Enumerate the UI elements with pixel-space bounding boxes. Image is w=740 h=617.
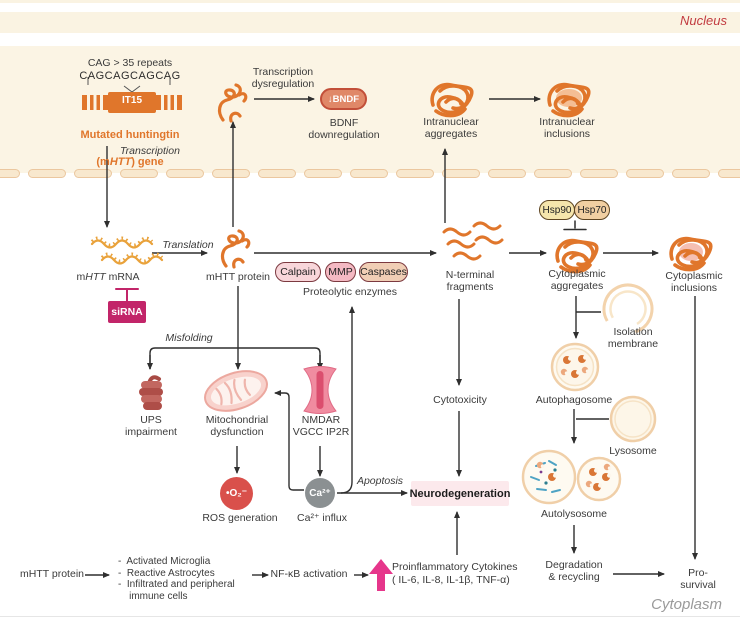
apoptosis-label: Apoptosis xyxy=(356,475,404,487)
sirna-box: siRNA xyxy=(108,301,146,323)
autophagosome-label: Autophagosome xyxy=(535,394,613,406)
proteolytic-enzymes-label: Proteolytic enzymes xyxy=(303,286,397,298)
calpain-pill: Calpain xyxy=(275,262,321,282)
transcription-dysregulation-label: Transcription dysregulation xyxy=(251,66,315,91)
ups-impairment-label: UPS impairment xyxy=(125,414,177,439)
degradation-recycling-label: Degradation & recycling xyxy=(545,559,603,584)
caspases-pill: Caspases xyxy=(359,262,408,282)
mitochondrial-dysfunction-label: Mitochondrial dysfunction xyxy=(205,414,269,439)
nmdar-vgcc-ip2r-label: NMDAR VGCC IP2R xyxy=(292,414,350,439)
hsp90-pill: Hsp90 xyxy=(539,200,575,220)
mhtt-protein-label: mHTT protein xyxy=(206,271,270,283)
isolation-membrane-label: Isolation membrane xyxy=(607,326,659,351)
cytoplasm-region-label: Cytoplasm xyxy=(651,596,722,613)
nfkb-activation-label: NF-κB activation xyxy=(270,568,348,580)
immune-cells-list: - Activated Microglia - Reactive Astrocy… xyxy=(118,556,235,603)
neurodegeneration-box: Neurodegeneration xyxy=(410,481,510,506)
intranuclear-aggregates-label: Intranuclear aggregates xyxy=(423,116,479,141)
cytokines-title: Proinflammatory Cytokines xyxy=(392,561,518,573)
ros-generation-label: ROS generation xyxy=(202,512,278,524)
arrow-connectors xyxy=(85,96,698,578)
autophagosome-icon xyxy=(550,342,600,392)
isolation-membrane-icon xyxy=(602,283,654,335)
n-terminal-fragments-label: N-terminal fragments xyxy=(445,269,495,294)
cytoplasmic-aggregates-icon xyxy=(555,238,599,274)
cytokine-up-arrow-icon xyxy=(369,559,393,591)
proteasome-ups-icon xyxy=(139,375,163,410)
superoxide-badge: •O₂⁻ xyxy=(220,477,253,510)
cag-repeats-note: CAG > 35 repeats xyxy=(87,57,173,69)
gene-caption-line2: (mHTT) gene xyxy=(96,156,164,169)
mhtt-protein-icon-nucleus xyxy=(217,83,248,123)
calcium-badge: Ca²⁺ xyxy=(305,478,335,508)
cytoplasmic-aggregates-label: Cytoplasmic aggregates xyxy=(548,268,606,293)
calcium-influx-label: Ca²⁺ influx xyxy=(297,512,347,524)
bdnf-pill: ↓BNDF xyxy=(320,88,367,110)
mitochondria-icon xyxy=(204,370,268,412)
lysosome-icon xyxy=(609,395,657,443)
sirna-inhibition-tbar xyxy=(115,288,139,302)
hsp-inhibition-tbar xyxy=(563,220,587,231)
translation-label: Translation xyxy=(162,239,214,251)
mhtt-mrna-icon xyxy=(90,236,164,265)
intranuclear-aggregates-icon xyxy=(430,82,474,118)
hsp70-pill: Hsp70 xyxy=(574,200,610,220)
mhtt-mrna-label: mHTT mRNA xyxy=(76,271,140,283)
cag-repeat-sequence: CAGCAGCAGCAG xyxy=(79,70,181,82)
cytotoxicity-label: Cytotoxicity xyxy=(433,394,487,406)
intranuclear-inclusions-label: Intranuclear inclusions xyxy=(539,116,595,141)
lysosome-label: Lysosome xyxy=(609,445,657,457)
mhtt-protein-icon-cytoplasm xyxy=(220,229,251,269)
gene-caption: Mutated huntingtin (mHTT) gene xyxy=(81,116,180,183)
autolysosome-icon xyxy=(521,449,622,505)
mhtt-gene-icon xyxy=(82,92,182,113)
n-terminal-fragments-icon xyxy=(442,221,504,261)
nuclear-envelope-band xyxy=(0,12,740,33)
transcription-label: Transcription xyxy=(120,145,180,157)
cytoplasmic-inclusions-label: Cytoplasmic inclusions xyxy=(665,270,723,295)
mhtt-protein-bottom-label: mHTT protein xyxy=(20,568,84,580)
nuclear-envelope-top-strip xyxy=(0,0,740,3)
gene-caption-line1: Mutated huntingtin xyxy=(80,129,180,142)
autolysosome-label: Autolysosome xyxy=(541,508,607,520)
misfolding-label: Misfolding xyxy=(165,332,213,344)
cytokines-list: ( IL-6, IL-8, IL-1β, TNF-α) xyxy=(392,574,510,586)
it15-gene-label: IT15 xyxy=(121,95,143,106)
mmp-pill: MMP xyxy=(325,262,356,282)
pro-survival-label: Pro-survival xyxy=(680,567,716,592)
nucleus-region-label: Nucleus xyxy=(680,13,727,28)
nmdar-channel-icon xyxy=(303,366,337,414)
bdnf-downregulation-label: BDNF downregulation xyxy=(308,117,380,142)
